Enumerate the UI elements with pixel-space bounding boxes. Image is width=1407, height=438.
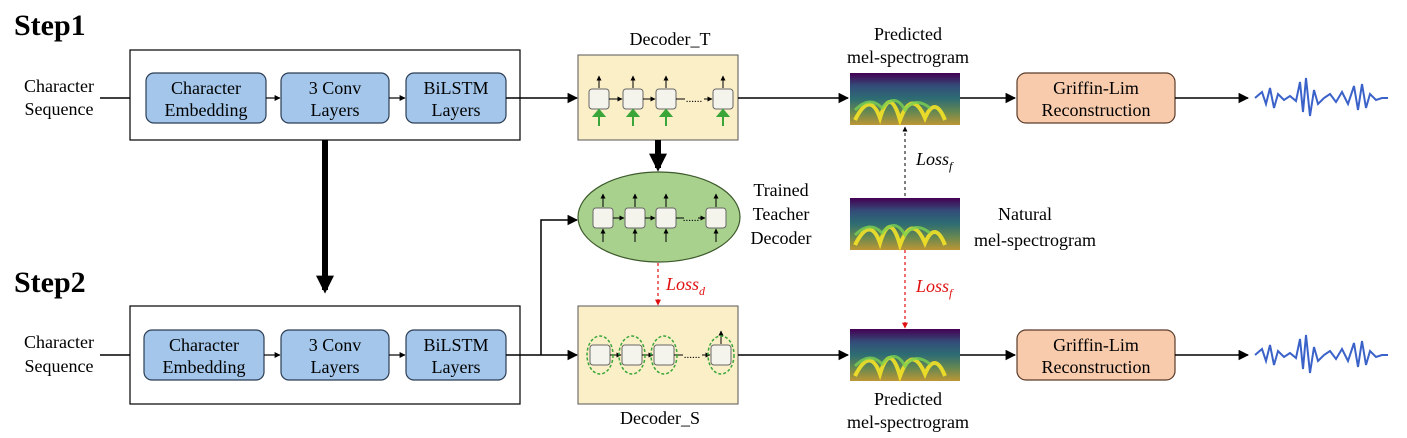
conv2-line1: 3 Conv — [309, 335, 362, 355]
griffin-lim-block-bottom: Griffin-Lim Reconstruction — [1016, 329, 1176, 381]
decoder-cell — [655, 88, 677, 110]
decoder-t-title: Decoder_T — [630, 29, 711, 49]
char-embedding2-line2: Embedding — [163, 357, 246, 377]
input-label2-line2: Sequence — [25, 356, 94, 376]
predicted-spectrogram-bottom — [850, 329, 960, 383]
decoder-cell — [624, 207, 646, 229]
input-label-line2: Sequence — [25, 99, 94, 119]
natural-line2: mel-spectrogram — [974, 230, 1096, 250]
waveform-bottom — [1254, 334, 1388, 374]
decoder-t-cells: ...... — [588, 75, 734, 126]
griffin-top-line2: Reconstruction — [1042, 100, 1151, 120]
decoder-cell — [710, 344, 732, 366]
char-embedding-block-step1: Character Embedding — [145, 72, 267, 124]
griffin-bottom-line1: Griffin-Lim — [1053, 335, 1139, 355]
conv-block-step1: 3 Conv Layers — [280, 72, 390, 124]
step2-title: Step2 — [14, 266, 86, 299]
griffin-lim-block-top: Griffin-Lim Reconstruction — [1016, 72, 1176, 124]
conv2-line2: Layers — [311, 357, 360, 377]
griffin-bottom-line2: Reconstruction — [1042, 357, 1151, 377]
decoder-cell — [622, 88, 644, 110]
decoder-cell — [653, 344, 675, 366]
input-label-line1: Character — [24, 76, 94, 96]
bilstm-line1: BiLSTM — [423, 78, 488, 98]
decoder-s-cells: ...... — [586, 330, 735, 375]
predicted-top-line2: mel-spectrogram — [847, 47, 969, 67]
loss-d-label: Lossd — [665, 274, 706, 298]
teacher-line3: Decoder — [751, 228, 812, 248]
teacher-line2: Teacher — [753, 204, 810, 224]
conv-line2: Layers — [311, 100, 360, 120]
loss-f-top-label: Lossf — [915, 149, 954, 173]
char-embedding2-line1: Character — [169, 335, 239, 355]
waveform-top — [1254, 77, 1388, 117]
teacher-line1: Trained — [753, 180, 808, 200]
char-embedding-line2: Embedding — [165, 100, 248, 120]
loss-f-bottom-label: Lossf — [915, 276, 954, 300]
char-embedding-line1: Character — [171, 78, 241, 98]
decoder-cell — [712, 88, 734, 110]
decoder-cell — [621, 344, 643, 366]
decoder-cell — [588, 88, 610, 110]
char-embedding-block-step2: Character Embedding — [143, 329, 265, 381]
conv-line1: 3 Conv — [309, 78, 362, 98]
decoder-cell — [705, 207, 727, 229]
teacher-cells: ...... — [592, 193, 727, 242]
predicted-spectrogram-top — [850, 73, 960, 127]
predicted-bottom-line1: Predicted — [874, 389, 942, 409]
griffin-top-line1: Griffin-Lim — [1053, 78, 1139, 98]
decoder-cell — [589, 344, 611, 366]
bilstm-line2: Layers — [432, 100, 481, 120]
decoder-cell — [655, 207, 677, 229]
decoder-cell — [592, 207, 614, 229]
predicted-bottom-line2: mel-spectrogram — [847, 412, 969, 432]
bilstm-block-step1: BiLSTM Layers — [405, 72, 507, 124]
cell-ellipsis: ...... — [684, 349, 701, 361]
bilstm-block-step2: BiLSTM Layers — [405, 329, 507, 381]
cell-ellipsis: ...... — [686, 93, 703, 105]
bilstm2-line2: Layers — [432, 357, 481, 377]
conv-block-step2: 3 Conv Layers — [280, 329, 390, 381]
decoder-s-title: Decoder_S — [620, 408, 700, 428]
natural-line1: Natural — [998, 204, 1052, 224]
predicted-top-line1: Predicted — [874, 24, 942, 44]
cell-ellipsis: ...... — [683, 212, 700, 224]
input-label2-line1: Character — [24, 332, 94, 352]
bilstm2-line1: BiLSTM — [423, 335, 488, 355]
step1-title: Step1 — [14, 9, 86, 42]
natural-spectrogram — [850, 198, 960, 252]
